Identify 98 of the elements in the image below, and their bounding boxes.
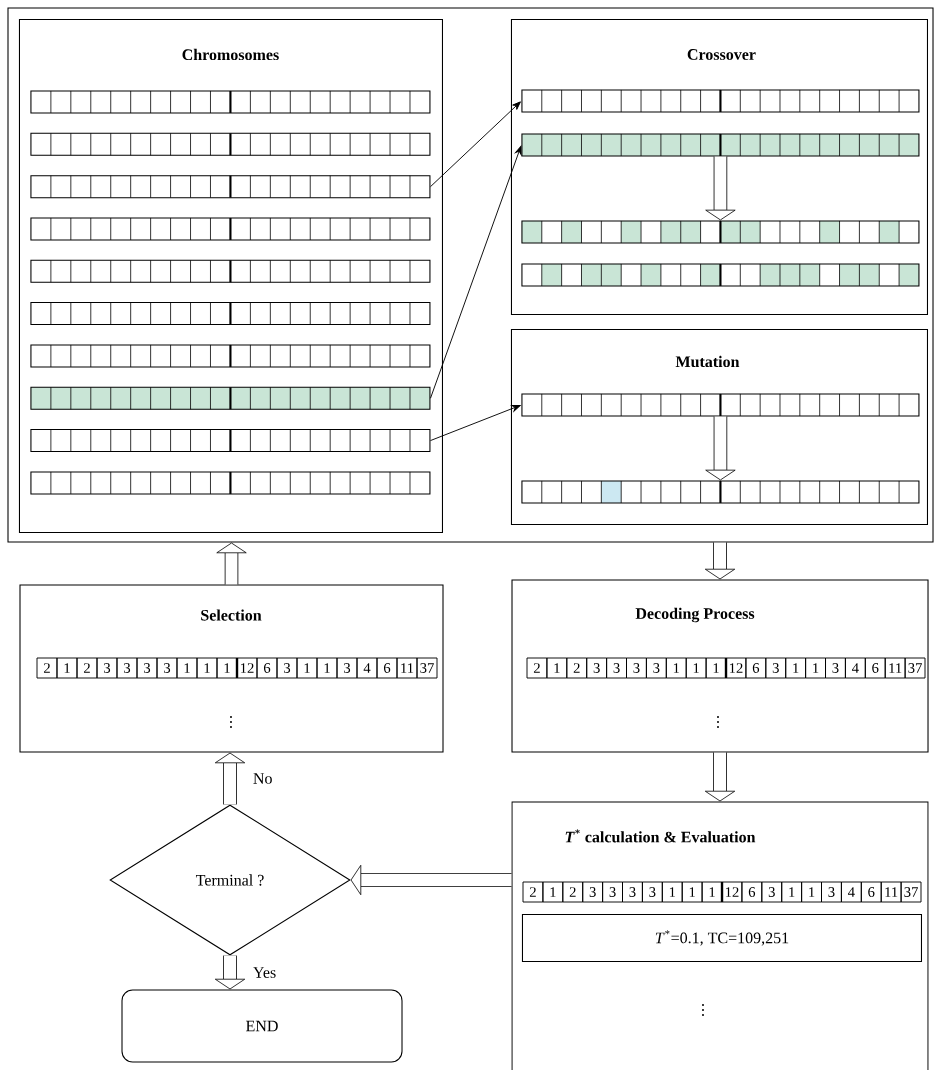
gene-cell: 11 [884, 657, 906, 679]
gene-cell: 3 [276, 657, 298, 679]
chromosome-bar [30, 344, 431, 368]
gene-cell: 6 [256, 657, 278, 679]
chromosome-bar [30, 471, 431, 495]
gene-cell: 1 [56, 657, 78, 679]
edge-label: Yes [251, 965, 278, 980]
ellipsis: ⋮ [717, 716, 719, 728]
ellipsis: ⋮ [230, 716, 232, 728]
gene-cell: 1 [685, 657, 707, 679]
gene-cell: 1 [661, 881, 683, 903]
chromosome-bar [521, 133, 920, 157]
gene-cell: 3 [582, 881, 604, 903]
gene-cell: 3 [96, 657, 118, 679]
gene-cell: 12 [236, 657, 258, 679]
arrow [430, 404, 521, 442]
gene-cell: 2 [36, 657, 58, 679]
chromosome-bar [30, 132, 431, 156]
gene-cell: 12 [721, 881, 743, 903]
gene-cell: 3 [645, 657, 667, 679]
gene-cell: 3 [641, 881, 663, 903]
gene-cell: 3 [136, 657, 158, 679]
chromosome-bar [30, 302, 431, 326]
gene-cell: 6 [864, 657, 886, 679]
arrow [350, 864, 512, 896]
gene-cell: 3 [116, 657, 138, 679]
chromosome-bar [30, 90, 431, 114]
gene-cell: 1 [176, 657, 198, 679]
chromosome-bar [521, 89, 920, 113]
step-panel: Mutation [510, 328, 928, 526]
gene-cell: 3 [765, 657, 787, 679]
gene-cell: 3 [626, 657, 647, 679]
gene-cell: 1 [805, 657, 826, 679]
gene-cell: 1 [665, 657, 687, 679]
outer-frame [7, 7, 934, 543]
arrow [216, 542, 247, 585]
gene-cell: 3 [606, 657, 627, 679]
chromosome-bar [521, 480, 920, 504]
gene-cell: 11 [396, 657, 418, 679]
arrow [214, 752, 246, 805]
arrow [705, 416, 736, 481]
gene-cell: 1 [705, 657, 727, 679]
gene-cell: 4 [844, 657, 866, 679]
chromosome-bar [30, 259, 431, 283]
gene-cell: 1 [196, 657, 218, 679]
gene-cell: 3 [761, 881, 783, 903]
gene-cell: 1 [681, 881, 703, 903]
arrow [430, 101, 521, 188]
gene-cell: 11 [880, 881, 902, 903]
chromosome-bar [521, 220, 920, 244]
gene-cell: 37 [900, 881, 922, 903]
gene-cell: 1 [781, 881, 803, 903]
gene-cell: 6 [745, 657, 767, 679]
step-panel: Crossover [510, 18, 928, 315]
gene-cell: 6 [376, 657, 398, 679]
arrow [705, 156, 736, 221]
gene-cell: 3 [602, 881, 623, 903]
terminal-box: END [121, 989, 403, 1063]
gene-cell: 3 [825, 657, 846, 679]
gene-cell: 3 [622, 881, 643, 903]
gene-cell: 12 [725, 657, 747, 679]
gene-cell: 2 [522, 881, 544, 903]
gene-cell: 1 [801, 881, 822, 903]
chromosome-bar [521, 263, 920, 287]
gene-cell: 4 [356, 657, 378, 679]
chromosome-bar [30, 386, 431, 410]
gene-cell: 3 [586, 657, 608, 679]
gene-cell: 1 [785, 657, 807, 679]
gene-cell: 2 [76, 657, 98, 679]
gene-cell: 6 [741, 881, 763, 903]
gene-cell: 6 [860, 881, 882, 903]
gene-cell: 1 [296, 657, 318, 679]
edge-label: No [251, 771, 274, 786]
chromosome-bar [30, 217, 431, 241]
gene-cell: 37 [416, 657, 438, 679]
gene-cell: 2 [526, 657, 548, 679]
gene-cell: 2 [566, 657, 588, 679]
arrow [704, 752, 736, 802]
ellipsis: ⋮ [702, 1004, 704, 1016]
gene-cell: 1 [701, 881, 723, 903]
chromosome-bar [30, 175, 431, 199]
gene-cell: 1 [316, 657, 338, 679]
chromosome-bar [30, 429, 431, 453]
gene-cell: 3 [821, 881, 842, 903]
gene-cell: 1 [546, 657, 568, 679]
gene-cell: 1 [542, 881, 564, 903]
result-box: T$^{*}$=0.1, TC=109,251 [521, 913, 922, 962]
gene-cell: 2 [562, 881, 584, 903]
gene-cell: 1 [216, 657, 238, 679]
arrow [704, 542, 736, 580]
arrow [214, 955, 246, 990]
gene-cell: 4 [840, 881, 862, 903]
gene-cell: 37 [904, 657, 926, 679]
gene-cell: 3 [156, 657, 178, 679]
chromosome-bar [521, 393, 920, 417]
arrow [430, 145, 522, 399]
step-panel: Chromosomes [18, 18, 443, 533]
gene-cell: 3 [336, 657, 358, 679]
